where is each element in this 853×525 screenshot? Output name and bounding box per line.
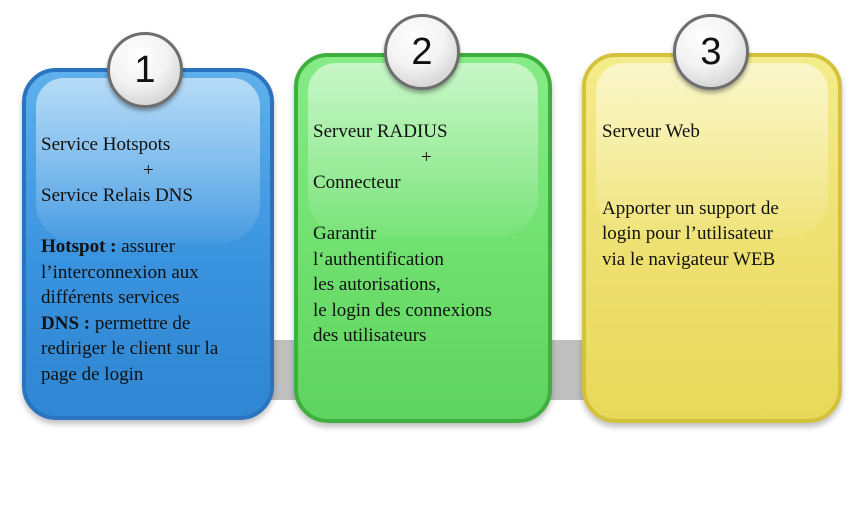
dns-text-c: page de login xyxy=(41,363,144,385)
card-3-body3: via le navigateur WEB xyxy=(602,248,776,270)
dns-text-a: permettre de xyxy=(90,312,191,334)
card-web-server: Serveur Web Apporter un support de login… xyxy=(582,53,842,423)
card-radius-connector: Serveur RADIUS + Connecteur Garantir l‘a… xyxy=(294,53,552,423)
hotspot-text-b: l’interconnexion aux xyxy=(41,261,199,283)
card-1-hotspot-line: Hotspot : assurer xyxy=(41,234,218,260)
hotspot-text-c: différents services xyxy=(41,287,180,308)
card-1-line2: Service Relais DNS xyxy=(41,185,193,206)
card-1-content: Service Hotspots + Service Relais DNS Ho… xyxy=(41,132,218,387)
card-3-content: Serveur Web Apporter un support de login… xyxy=(602,119,779,272)
card-1-plus: + xyxy=(143,159,154,181)
card-2-body2: l‘authentification xyxy=(313,248,444,270)
step-number-2-badge: 2 xyxy=(384,14,460,90)
dns-text-b: rediriger le client sur la xyxy=(41,338,219,359)
card-2-body5: des utilisateurs xyxy=(313,325,427,346)
step-number-3-badge: 3 xyxy=(673,14,749,90)
card-1-dns-line: DNS : permettre de xyxy=(41,311,218,337)
card-2-plus: + xyxy=(421,146,432,168)
card-3-body2: login pour l’utilisateur xyxy=(602,223,773,244)
card-2-line2: Connecteur xyxy=(313,172,401,193)
card-2-content: Serveur RADIUS + Connecteur Garantir l‘a… xyxy=(313,119,492,349)
card-1-line1: Service Hotspots xyxy=(41,134,171,155)
dns-label: DNS : xyxy=(41,312,91,334)
card-3-body1: Apporter un support de xyxy=(602,197,779,219)
card-2-line1: Serveur RADIUS xyxy=(313,121,448,142)
step-number-1-badge: 1 xyxy=(107,32,183,108)
hotspot-text-a: assurer xyxy=(116,236,176,257)
hotspot-label: Hotspot : xyxy=(41,236,117,257)
card-hotspot-dns: Service Hotspots + Service Relais DNS Ho… xyxy=(22,68,274,420)
card-3-line1: Serveur Web xyxy=(602,121,700,142)
card-2-body1: Garantir xyxy=(313,223,377,244)
card-2-body4: le login des connexions xyxy=(313,299,492,321)
card-2-body3: les autorisations, xyxy=(313,274,441,295)
